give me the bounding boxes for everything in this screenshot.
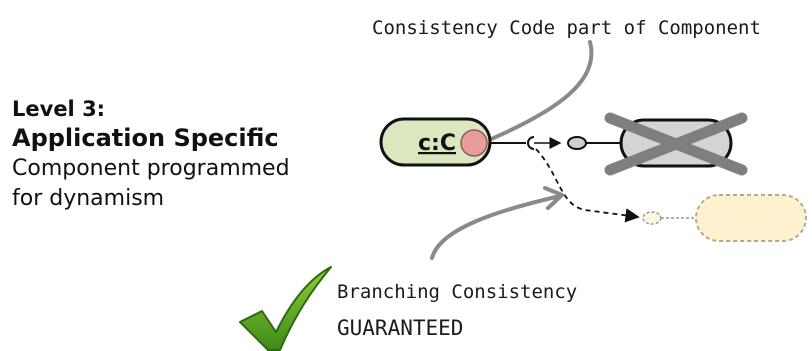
level-description-line-2: for dynamism bbox=[12, 186, 165, 211]
required-port bbox=[527, 136, 535, 150]
annotation-pointer-bottom-head bbox=[543, 186, 564, 210]
annotation-pointer-top bbox=[480, 40, 594, 145]
cross-icon bbox=[604, 112, 748, 176]
provided-port bbox=[567, 136, 587, 150]
level-title: Level 3: bbox=[12, 97, 106, 121]
consistency-code-dot bbox=[460, 129, 488, 157]
level-description-line-1: Component programmed bbox=[12, 156, 290, 181]
annotation-guaranteed: GUARANTEED bbox=[337, 316, 463, 340]
annotation-consistency-code: Consistency Code part of Component bbox=[372, 17, 761, 39]
annotation-branching-consistency: Branching Consistency bbox=[337, 281, 577, 303]
new-component bbox=[695, 194, 807, 242]
level-subtitle: Application Specific bbox=[12, 124, 279, 152]
level-description: Level 3: Application Specific Component … bbox=[12, 96, 290, 214]
branch-binding-arrow bbox=[535, 148, 640, 223]
annotation-pointer-bottom bbox=[430, 194, 562, 260]
check-icon bbox=[239, 266, 332, 351]
component-label: c:C bbox=[418, 131, 456, 156]
new-provided-port bbox=[642, 211, 662, 225]
